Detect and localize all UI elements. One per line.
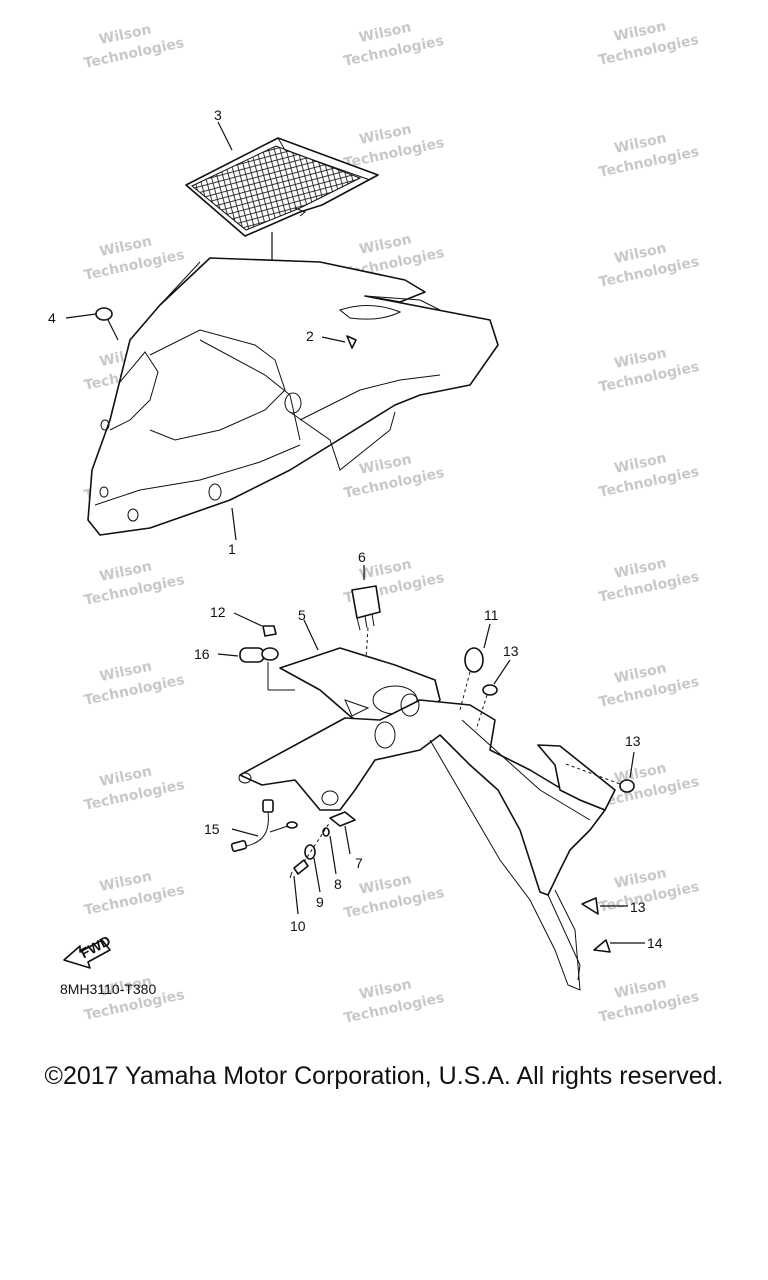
- callout-13: 13: [625, 733, 641, 749]
- callout-16: 16: [194, 646, 210, 662]
- callout-7: 7: [355, 855, 363, 871]
- callout-6: 6: [358, 549, 366, 565]
- part-13-clip: [565, 751, 635, 793]
- callout-14: 14: [647, 935, 663, 951]
- part-14-screw: [593, 939, 645, 953]
- callout-11: 11: [484, 607, 499, 623]
- callout-5: 5: [298, 607, 306, 623]
- part-4-screw: [65, 307, 119, 341]
- part-8-nut: [322, 827, 337, 875]
- callout-4: 4: [48, 310, 56, 326]
- part-3-grille: [185, 137, 379, 237]
- callout-3: 3: [214, 107, 222, 123]
- part-16-holder: [217, 647, 295, 691]
- callout-13: 13: [630, 899, 646, 915]
- part-12-nut: [233, 612, 277, 637]
- callout-2: 2: [306, 328, 314, 344]
- callout-13: 13: [503, 643, 519, 659]
- part-15-wire-lead: [230, 799, 298, 853]
- fwd-arrow-icon: FWD: [63, 932, 113, 969]
- part-2-fastener: [321, 335, 357, 349]
- part-13-clip: [581, 897, 628, 915]
- callout-8: 8: [334, 876, 342, 892]
- copyright-notice: ©2017 Yamaha Motor Corporation, U.S.A. A…: [44, 1062, 724, 1090]
- diagram-code: 8MH3110-T380: [60, 981, 156, 997]
- part-7-bracket: [329, 811, 356, 855]
- callout-9: 9: [316, 894, 324, 910]
- callout-1: 1: [228, 541, 236, 557]
- callout-15: 15: [204, 821, 220, 837]
- part-10-bolt: [289, 821, 331, 915]
- callout-12: 12: [210, 604, 226, 620]
- part-1-front-cowl: [87, 257, 499, 536]
- part-11-grommet: [459, 623, 491, 711]
- part-9-washer: [304, 844, 321, 893]
- callout-10: 10: [290, 918, 306, 934]
- part-rear-fender: [238, 693, 616, 991]
- part-13-clip: [475, 659, 511, 731]
